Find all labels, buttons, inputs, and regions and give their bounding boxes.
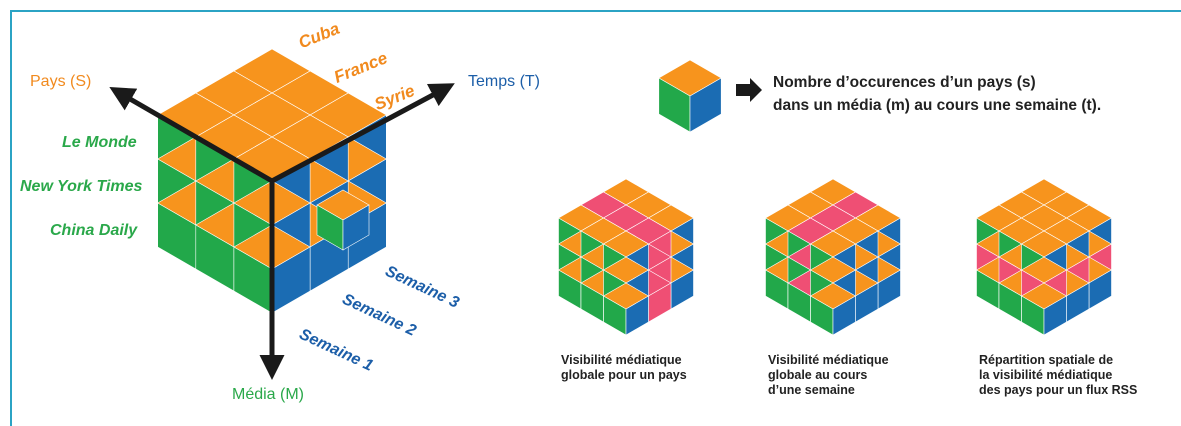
legend-icons [658,59,762,133]
example2-cubelet-right [832,295,856,336]
caption-1-line: globale pour un pays [561,368,687,382]
caption-3: Répartition spatiale de la visibilité mé… [979,353,1137,398]
media-label-china-daily: China Daily [50,222,138,239]
caption-1: Visibilité médiatique globale pour un pa… [561,353,687,383]
legend-cube-icon-right [689,77,722,133]
axis-label-temps: Temps (T) [468,73,540,90]
caption-2-line: d’une semaine [768,383,855,397]
axis-label-media: Média (M) [232,386,305,403]
arrow-right-icon [736,78,762,102]
caption-2-line: globale au cours [768,368,868,382]
caption-3-line: la visibilité médiatique [979,368,1113,382]
axis-arrow-temps [270,83,455,184]
media-label-nyt: New York Times [20,178,143,195]
caption-2: Visibilité médiatique globale au cours d… [768,353,889,398]
caption-3-line: des pays pour un flux RSS [979,383,1138,397]
caption-3-line: Répartition spatiale de [979,353,1114,367]
example3-cubelet-right [1043,295,1067,336]
legend-line-2: dans un média (m) au cours une semaine (… [773,97,1102,114]
axis-arrows [109,83,455,380]
highlight-right [342,204,370,251]
caption-2-line: Visibilité médiatique [768,353,889,367]
axis-label-pays: Pays (S) [30,73,92,90]
caption-1-line: Visibilité médiatique [561,353,682,367]
example1-cubelet-right [625,295,649,336]
legend-line-1: Nombre d’occurences d’un pays (s) [773,74,1036,91]
example-cubes [557,178,1113,336]
axis-arrow-pays [109,86,274,184]
figure-frame [10,10,1181,426]
media-label-le-monde: Le Monde [62,134,137,151]
